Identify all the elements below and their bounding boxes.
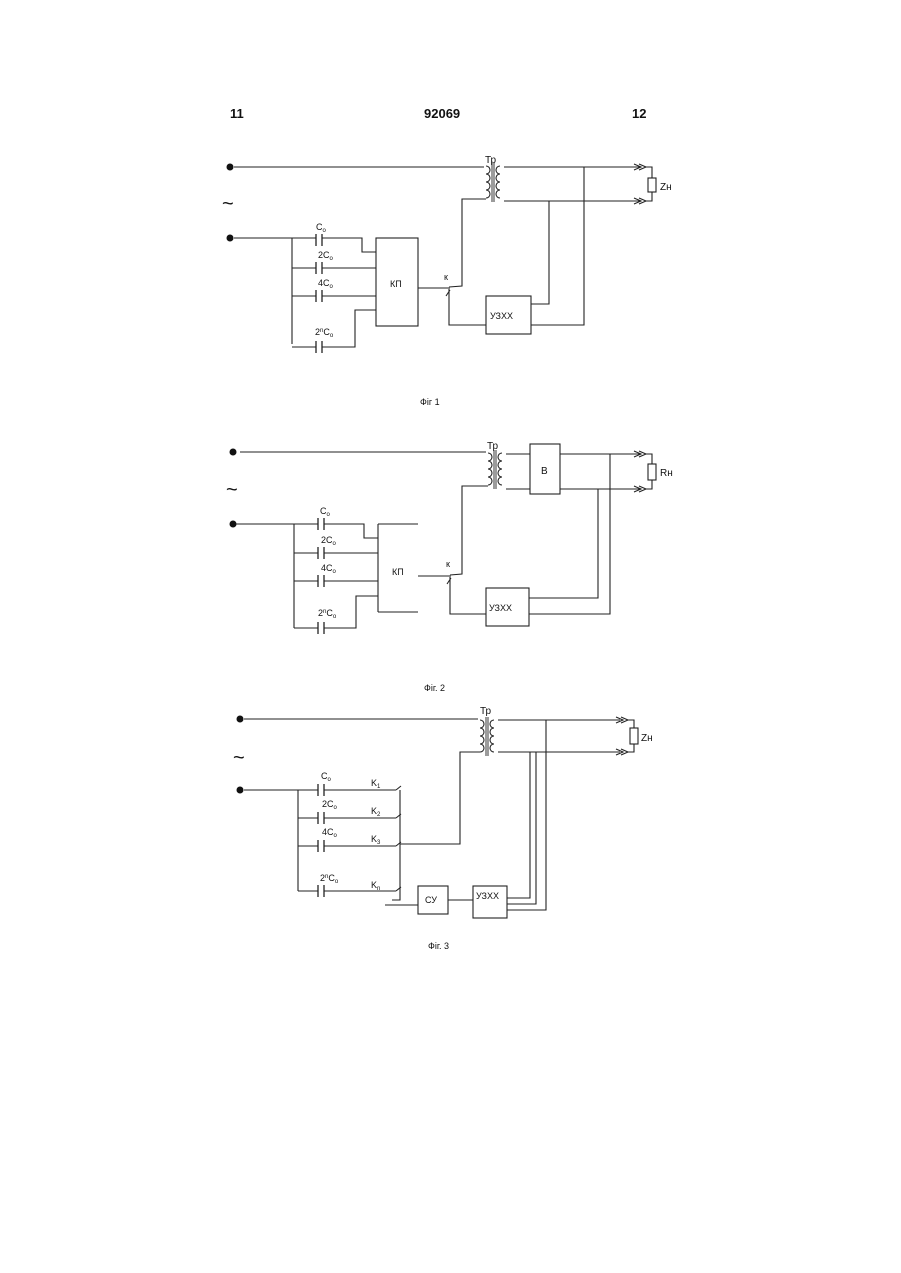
load-label: Zн: [641, 733, 653, 744]
transformer-label: Тр: [487, 441, 499, 452]
cap-2c0-label: 2Co: [321, 535, 337, 547]
kp-label: КП: [390, 279, 402, 289]
transformer-label: Тр: [480, 706, 492, 717]
load-label: Zн: [660, 182, 672, 193]
transformer-label: Тр: [485, 155, 497, 166]
cap-2nc0-label: 2nCo: [318, 608, 337, 620]
cap-2c0-label: 2Co: [322, 799, 338, 811]
ac-source-symbol: ~: [233, 747, 245, 769]
input-terminal-bottom: [227, 235, 234, 242]
uzxx-label: УЗХХ: [490, 311, 513, 321]
kp-label: КП: [392, 567, 404, 577]
cap-c0-label: Co: [320, 506, 331, 518]
switch-k1-label: K1: [371, 778, 381, 790]
figure-2: ~ Тр В Rн к УЗХХ Co 2Co 4Co 2nCo: [226, 441, 673, 693]
transformer-tr: [480, 717, 494, 756]
uzxx-label: УЗХХ: [489, 603, 512, 613]
transformer-tr: [488, 450, 502, 489]
cap-2nc0-label: 2nCo: [315, 327, 334, 339]
cap-2c0-label: 2Co: [318, 250, 334, 262]
switch-k-label: к: [444, 272, 448, 282]
uzxx-label: УЗХХ: [476, 891, 499, 901]
switch-k2-label: K2: [371, 806, 381, 818]
input-terminal-top: [230, 449, 237, 456]
figure-3-caption: Фіг. 3: [428, 941, 449, 951]
load-label: Rн: [660, 468, 673, 479]
figure-1: ~ Тр Zн к УЗХХ Co 2Co 4Co 2nCo: [222, 155, 672, 407]
figure-3: ~ Тр Zн Co 2Co 4Co 2nCo K1 K2 K3 Kn: [233, 706, 653, 951]
input-terminal-top: [227, 164, 234, 171]
load-resistor: [648, 464, 656, 480]
rectifier-label: В: [541, 466, 548, 477]
load-impedance: [630, 728, 638, 744]
load-impedance: [648, 178, 656, 192]
switch-k-label: к: [446, 559, 450, 569]
ac-source-symbol: ~: [222, 193, 234, 215]
ac-source-symbol: ~: [226, 479, 238, 501]
input-terminal-bottom: [230, 521, 237, 528]
figure-2-caption: Фіг. 2: [424, 683, 445, 693]
input-terminal-bottom: [237, 787, 244, 794]
cap-4c0-label: 4Co: [322, 827, 338, 839]
su-label: СУ: [425, 895, 437, 905]
cap-4c0-label: 4Co: [318, 278, 334, 290]
input-terminal-top: [237, 716, 244, 723]
cap-c0-label: Co: [321, 771, 332, 783]
figure-1-caption: Фіг 1: [420, 397, 440, 407]
cap-2nc0-label: 2nCo: [320, 873, 339, 885]
cap-c0-label: Co: [316, 222, 327, 234]
switch-k3-label: K3: [371, 834, 381, 846]
cap-4c0-label: 4Co: [321, 563, 337, 575]
transformer-tr: [486, 163, 500, 202]
switch-kn-label: Kn: [371, 880, 380, 892]
